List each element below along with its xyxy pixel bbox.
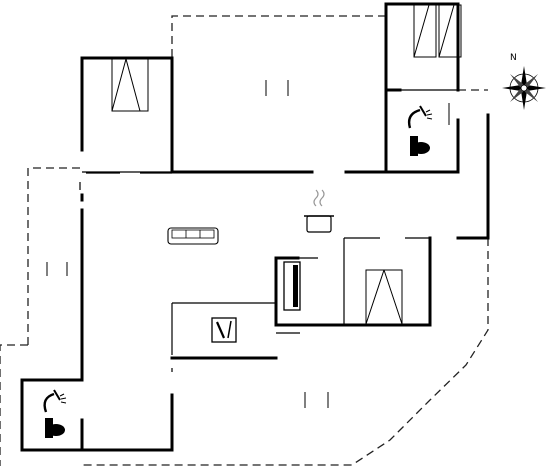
sofa-icon bbox=[167, 227, 219, 245]
walls bbox=[20, 2, 490, 452]
toilet-icon bbox=[410, 136, 430, 156]
toilet-icon bbox=[45, 418, 65, 438]
compass-north-label: N bbox=[510, 53, 517, 63]
terrace-outline bbox=[0, 15, 489, 466]
dishwasher-icon bbox=[211, 317, 237, 343]
interior-lines bbox=[79, 89, 458, 372]
bed-icon bbox=[438, 4, 462, 58]
compass-rose-icon bbox=[502, 66, 546, 110]
bed-icon bbox=[111, 58, 149, 112]
room-markers bbox=[46, 80, 450, 408]
shower-icon bbox=[407, 105, 433, 129]
bed-icon bbox=[365, 269, 403, 325]
bed-icon bbox=[413, 4, 437, 58]
shower-icon bbox=[43, 389, 67, 413]
cooking-pot-icon bbox=[304, 189, 334, 233]
washing-machine-icon bbox=[283, 261, 301, 311]
